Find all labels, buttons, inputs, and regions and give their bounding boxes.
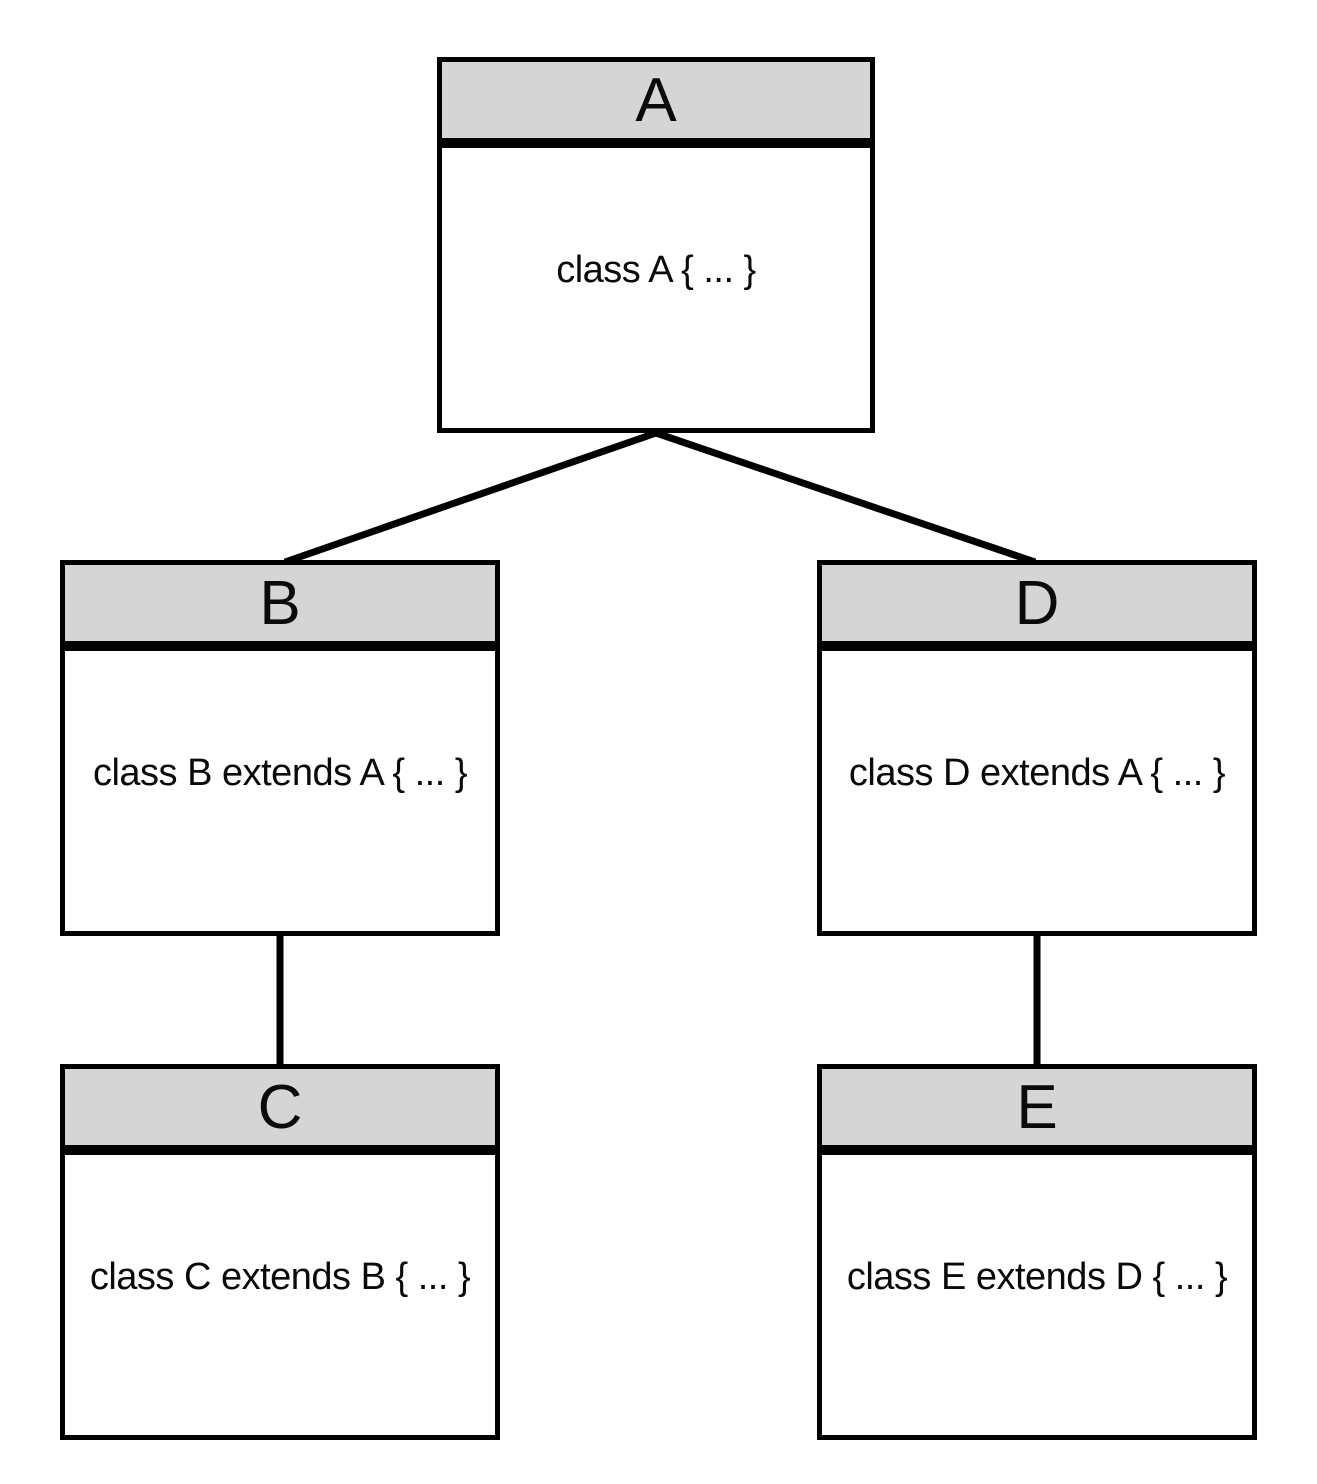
class-b-body: class B extends A { ... } xyxy=(92,751,468,794)
class-box-e: E class E extends D { ... } xyxy=(817,1064,1257,1440)
class-c-title: C xyxy=(65,1069,495,1155)
class-a-body: class A { ... } xyxy=(556,248,756,291)
class-d-title: D xyxy=(822,565,1252,651)
edge-a-d xyxy=(654,429,1037,566)
class-box-a: A class A { ... } xyxy=(437,57,875,433)
edge-a-b xyxy=(283,429,658,566)
class-box-b: B class B extends A { ... } xyxy=(60,560,500,936)
class-box-d: D class D extends A { ... } xyxy=(817,560,1257,936)
class-a-title: A xyxy=(442,62,870,148)
class-b-title: B xyxy=(65,565,495,651)
class-box-c: C class C extends B { ... } xyxy=(60,1064,500,1440)
class-d-body: class D extends A { ... } xyxy=(848,751,1226,794)
class-e-title: E xyxy=(822,1069,1252,1155)
class-c-body: class C extends B { ... } xyxy=(89,1255,471,1298)
class-e-body: class E extends D { ... } xyxy=(846,1255,1228,1298)
